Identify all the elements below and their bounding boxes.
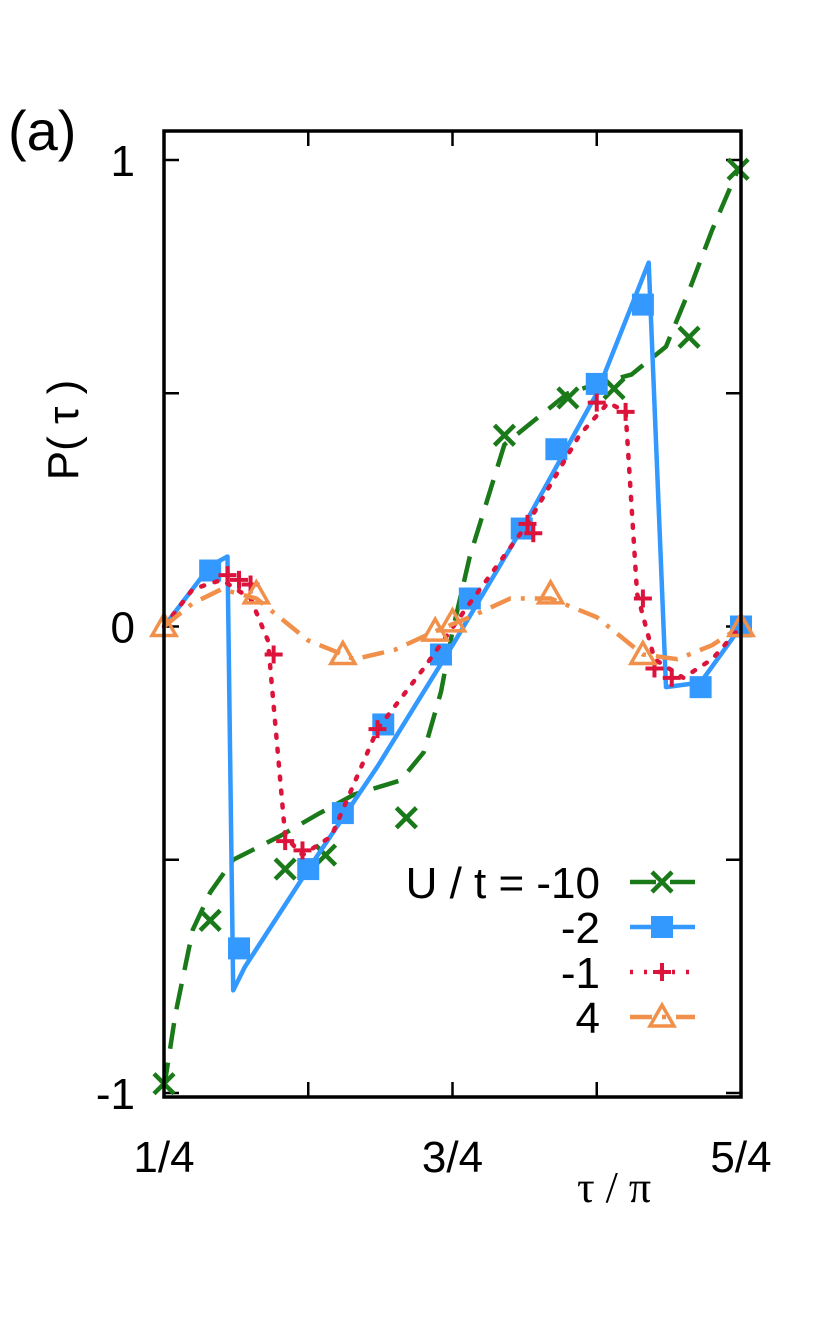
series-point bbox=[556, 386, 580, 410]
label-layer: 1/4 3/4 5/4 -1 0 1 τ / π P( τ ) bbox=[39, 137, 772, 1212]
x-tick-label: 1/4 bbox=[133, 1133, 194, 1182]
series-point bbox=[587, 393, 606, 412]
series-point bbox=[228, 937, 251, 960]
tick-layer bbox=[162, 131, 743, 1097]
series-point bbox=[726, 157, 750, 181]
series-point bbox=[631, 293, 654, 316]
series-point bbox=[585, 372, 608, 395]
series-point bbox=[276, 832, 295, 851]
x-axis-label: τ / π bbox=[577, 1163, 651, 1212]
series-point bbox=[198, 908, 222, 932]
series-point bbox=[241, 578, 272, 605]
series-point bbox=[524, 524, 543, 543]
series-point bbox=[297, 858, 320, 881]
legend-marker bbox=[646, 1001, 678, 1028]
series-point bbox=[293, 841, 312, 860]
series-line bbox=[162, 586, 743, 662]
legend-label: 4 bbox=[576, 994, 600, 1043]
plot-frame bbox=[162, 129, 743, 1099]
series-1 bbox=[162, 260, 752, 993]
series-point bbox=[429, 643, 452, 666]
legend-label: -1 bbox=[561, 949, 600, 998]
series-line bbox=[162, 260, 743, 993]
series-point bbox=[458, 587, 481, 610]
x-tick-label: 3/4 bbox=[422, 1133, 483, 1182]
series-point bbox=[627, 638, 658, 666]
series-point bbox=[264, 645, 283, 664]
series-point bbox=[368, 720, 387, 739]
series-point bbox=[437, 606, 468, 633]
legend-marker bbox=[650, 870, 674, 894]
series-layer bbox=[148, 157, 757, 1096]
legend-marker bbox=[653, 963, 671, 981]
series-point bbox=[327, 638, 358, 666]
series-point bbox=[518, 514, 537, 533]
series-point bbox=[616, 402, 635, 421]
series-point bbox=[677, 325, 701, 349]
series-point bbox=[394, 806, 418, 830]
legend-marker bbox=[651, 916, 673, 938]
series-point bbox=[689, 676, 712, 699]
legend-label: U / t = -10 bbox=[406, 859, 600, 908]
series-point bbox=[535, 578, 566, 605]
y-tick-label: 1 bbox=[111, 137, 135, 186]
series-point bbox=[273, 857, 297, 881]
series-3 bbox=[148, 578, 757, 666]
series-point bbox=[199, 559, 222, 582]
x-tick-label: 5/4 bbox=[710, 1133, 771, 1182]
y-axis-label: P( τ ) bbox=[39, 380, 88, 480]
series-point bbox=[492, 423, 517, 447]
y-tick-label: 0 bbox=[111, 604, 135, 653]
legend-label: -2 bbox=[561, 904, 600, 953]
series-point bbox=[662, 668, 681, 687]
legend: U / t = -10-2-14 bbox=[406, 859, 695, 1043]
panel-label: (a) bbox=[8, 99, 76, 162]
series-point bbox=[633, 589, 652, 608]
series-point bbox=[230, 570, 249, 589]
y-tick-label: -1 bbox=[96, 1070, 135, 1119]
series-line bbox=[161, 168, 741, 1089]
series-point bbox=[545, 438, 568, 461]
series-point bbox=[218, 566, 237, 585]
